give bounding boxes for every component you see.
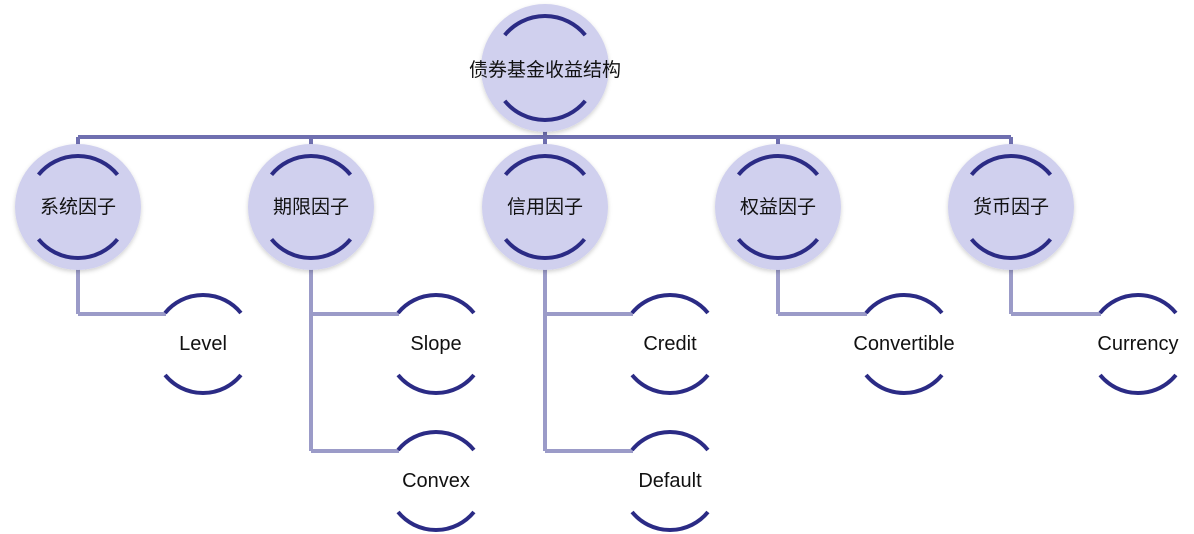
factor-node-top-arc	[736, 154, 820, 176]
root-node-circle	[481, 4, 609, 132]
factor-node-top-arc	[36, 154, 120, 176]
root-node[interactable]: 债券基金收益结构	[469, 4, 621, 132]
factor-node-top-arc	[269, 154, 353, 176]
leaf-node-top-arc	[396, 430, 476, 452]
leaf-node[interactable]: Convex	[396, 430, 476, 532]
leaf-node-top-arc	[630, 293, 710, 315]
leaf-node[interactable]: Credit	[630, 293, 710, 395]
leaf-node[interactable]: Convertible	[853, 293, 955, 395]
factor-node[interactable]: 信用因子	[482, 144, 608, 270]
factor-node[interactable]: 系统因子	[15, 144, 141, 270]
factor-node-label: 信用因子	[507, 196, 583, 218]
factor-node-circle	[948, 144, 1074, 270]
leaf-node-label: Currency	[1097, 333, 1178, 355]
leaf-node[interactable]: Level	[163, 293, 243, 395]
leaf-node-label: Convex	[402, 470, 470, 492]
factor-node-circle	[15, 144, 141, 270]
factor-node-bottom-arc	[269, 238, 353, 260]
leaf-node[interactable]: Default	[630, 430, 710, 532]
leaf-node[interactable]: Currency	[1097, 293, 1179, 395]
factor-node-label: 权益因子	[740, 196, 816, 218]
factor-node-label: 系统因子	[40, 196, 116, 218]
leaf-node-bottom-arc	[1098, 373, 1178, 395]
leaf-node-top-arc	[864, 293, 944, 315]
factor-node-circle	[482, 144, 608, 270]
factor-node-top-arc	[969, 154, 1053, 176]
leaf-node-label: Credit	[643, 333, 697, 355]
leaf-node-bottom-arc	[163, 373, 243, 395]
leaf-node-bottom-arc	[396, 510, 476, 532]
factor-node-bottom-arc	[36, 238, 120, 260]
leaf-node-bottom-arc	[630, 510, 710, 532]
factor-node-bottom-arc	[503, 238, 587, 260]
factor-node-bottom-arc	[969, 238, 1053, 260]
factor-node-bottom-arc	[736, 238, 820, 260]
leaf-node-label: Slope	[410, 333, 461, 355]
root-node-bottom-arc	[503, 99, 587, 122]
leaf-node-top-arc	[396, 293, 476, 315]
factor-node[interactable]: 权益因子	[715, 144, 841, 270]
factor-node-circle	[248, 144, 374, 270]
leaf-node-bottom-arc	[630, 373, 710, 395]
factor-node[interactable]: 货币因子	[948, 144, 1074, 270]
root-node-label: 债券基金收益结构	[469, 59, 621, 81]
factor-node-circle	[715, 144, 841, 270]
root-node-top-arc	[503, 14, 587, 37]
leaf-node-top-arc	[1098, 293, 1178, 315]
factor-node-label: 货币因子	[973, 196, 1049, 218]
leaf-node-bottom-arc	[864, 373, 944, 395]
factor-node[interactable]: 期限因子	[248, 144, 374, 270]
leaf-node-top-arc	[163, 293, 243, 315]
leaf-node-top-arc	[630, 430, 710, 452]
leaf-node-label: Level	[179, 333, 227, 355]
factor-node-top-arc	[503, 154, 587, 176]
leaf-node-bottom-arc	[396, 373, 476, 395]
leaf-node-label: Default	[638, 470, 702, 492]
leaf-node-label: Convertible	[853, 333, 954, 355]
factor-node-label: 期限因子	[273, 196, 349, 218]
leaf-node[interactable]: Slope	[396, 293, 476, 395]
